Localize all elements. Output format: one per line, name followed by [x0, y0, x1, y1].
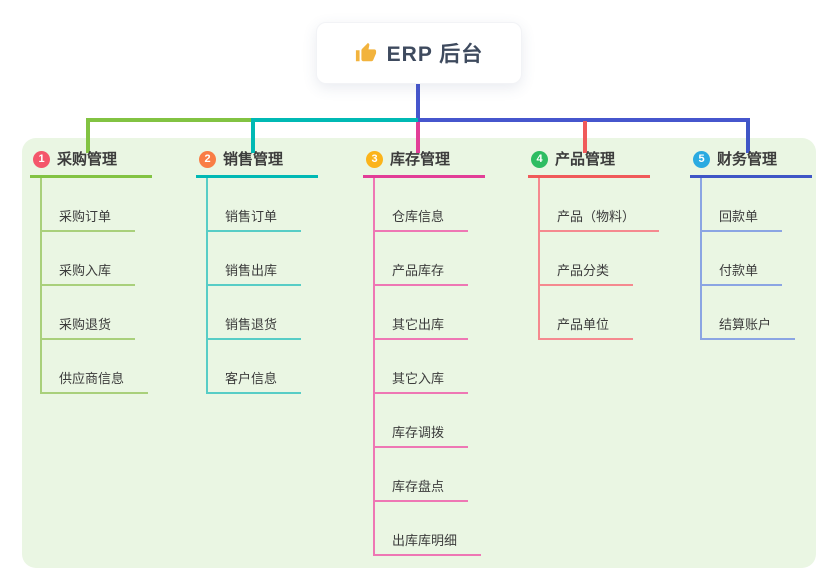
node-inout-detail[interactable]: 出库库明细	[375, 502, 482, 556]
connector-finance	[418, 118, 750, 122]
branch-inventory-children: 仓库信息 产品库存 其它出库 其它入库 库存调拨 库存盘点 出库库明细	[373, 178, 482, 556]
node-warehouse-info[interactable]: 仓库信息	[375, 178, 481, 232]
branch-sales-children: 销售订单 销售出库 销售退货 客户信息	[206, 178, 302, 394]
connector-sales	[251, 118, 420, 122]
node-purchase-inbound[interactable]: 采购入库	[42, 232, 148, 286]
topic-purchase[interactable]: 1 采购管理	[30, 147, 152, 178]
branch-finance-children: 回款单 付款单 结算账户	[700, 178, 796, 340]
node-product-material[interactable]: 产品（物料）	[540, 178, 660, 232]
node-receipt-order[interactable]: 回款单	[702, 178, 795, 232]
node-other-outbound[interactable]: 其它出库	[375, 286, 481, 340]
node-stock-transfer[interactable]: 库存调拨	[375, 394, 481, 448]
root-stem-connector	[416, 82, 420, 119]
drop-inventory	[416, 122, 420, 153]
node-purchase-order[interactable]: 采购订单	[42, 178, 148, 232]
node-settlement-account[interactable]: 结算账户	[702, 286, 796, 340]
node-sales-return[interactable]: 销售退货	[208, 286, 302, 340]
topic-product[interactable]: 4 产品管理	[528, 147, 650, 178]
node-payment-order[interactable]: 付款单	[702, 232, 795, 286]
thumbs-up-icon	[355, 42, 376, 62]
node-purchase-return[interactable]: 采购退货	[42, 286, 148, 340]
branches-panel	[22, 138, 816, 568]
node-product-category[interactable]: 产品分类	[540, 232, 659, 286]
topic-purchase-label: 采购管理	[57, 151, 118, 168]
drop-product	[583, 121, 587, 153]
branch-product-children: 产品（物料） 产品分类 产品单位	[538, 178, 660, 340]
badge-3: 3	[366, 151, 383, 168]
branch-purchase: 1 采购管理 采购订单 采购入库 采购退货 供应商信息	[30, 147, 152, 394]
branch-finance: 5 财务管理 回款单 付款单 结算账户	[690, 147, 812, 340]
node-product-unit[interactable]: 产品单位	[540, 286, 659, 340]
node-supplier-info[interactable]: 供应商信息	[42, 340, 149, 394]
root-node-label: ERP 后台	[386, 43, 484, 66]
badge-5: 5	[693, 151, 710, 168]
branch-product: 4 产品管理 产品（物料） 产品分类 产品单位	[528, 147, 660, 340]
badge-2: 2	[199, 151, 216, 168]
topic-finance[interactable]: 5 财务管理	[690, 147, 812, 178]
node-product-stock[interactable]: 产品库存	[375, 232, 481, 286]
node-stock-count[interactable]: 库存盘点	[375, 448, 481, 502]
node-sales-order[interactable]: 销售订单	[208, 178, 302, 232]
root-node[interactable]: ERP 后台	[316, 22, 522, 84]
node-sales-outbound[interactable]: 销售出库	[208, 232, 302, 286]
drop-sales	[251, 121, 255, 153]
node-other-inbound[interactable]: 其它入库	[375, 340, 481, 394]
topic-sales-label: 销售管理	[223, 151, 284, 168]
drop-finance	[746, 121, 750, 153]
topic-sales[interactable]: 2 销售管理	[196, 147, 318, 178]
topic-finance-label: 财务管理	[717, 151, 778, 168]
branch-inventory: 3 库存管理 仓库信息 产品库存 其它出库 其它入库 库存调拨 库存盘点 出库库…	[363, 147, 485, 556]
badge-1: 1	[33, 151, 50, 168]
topic-inventory-label: 库存管理	[390, 151, 451, 168]
branch-sales: 2 销售管理 销售订单 销售出库 销售退货 客户信息	[196, 147, 318, 394]
node-customer-info[interactable]: 客户信息	[208, 340, 302, 394]
topic-inventory[interactable]: 3 库存管理	[363, 147, 485, 178]
drop-purchase	[86, 121, 90, 153]
badge-4: 4	[531, 151, 548, 168]
branch-purchase-children: 采购订单 采购入库 采购退货 供应商信息	[40, 178, 149, 394]
topic-product-label: 产品管理	[555, 151, 616, 168]
